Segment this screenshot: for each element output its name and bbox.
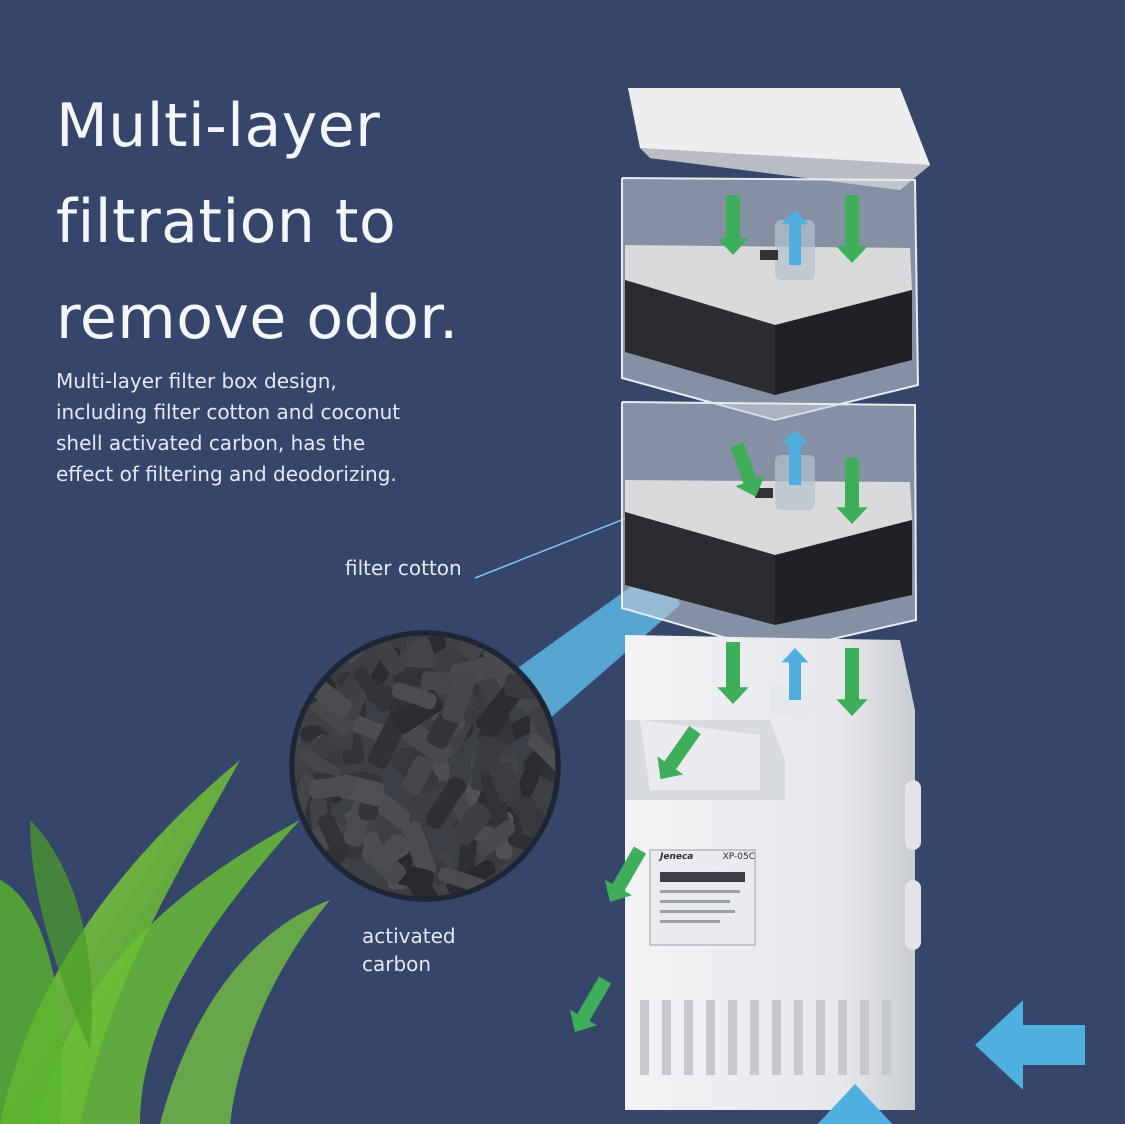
vent-slot <box>662 1000 671 1075</box>
description: Multi-layer filter box design, including… <box>56 366 476 490</box>
up-flow-arrow <box>975 1000 1085 1090</box>
down-flow-arrow <box>836 195 868 263</box>
carbon-pellet <box>312 681 353 718</box>
carbon-pellet <box>347 714 387 742</box>
product-title: LOW WATER FILTER <box>660 865 728 873</box>
carbon-pellet <box>312 634 365 663</box>
carbon-pellet <box>374 640 406 676</box>
carbon-pellet <box>517 751 547 798</box>
carbon-pellet <box>298 634 346 660</box>
carbon-pellet <box>476 820 516 857</box>
vent-slot <box>882 1000 891 1075</box>
vent-slot <box>684 1000 693 1075</box>
down-flow-arrow <box>604 846 647 902</box>
vent-slot <box>794 1000 803 1075</box>
water-flow-arrows <box>569 195 1085 1124</box>
carbon-pellet <box>514 862 554 898</box>
carbon-pellet <box>489 761 522 803</box>
down-flow-arrow <box>730 442 765 497</box>
down-flow-arrow <box>836 648 868 716</box>
filter-cotton-label: filter cotton <box>345 554 462 582</box>
down-flow-arrow <box>569 976 612 1032</box>
carbon-pellet <box>295 641 338 667</box>
up-flow-arrow <box>781 430 809 485</box>
headline-line-1: Multi-layer <box>56 91 381 161</box>
activated-carbon-text-1: activated <box>362 924 456 948</box>
activated-carbon-closeup <box>289 630 561 902</box>
headline-line-3: remove odor. <box>56 283 459 353</box>
up-flow-arrow <box>781 210 809 265</box>
plant-leaves <box>0 760 330 1124</box>
product-model: XP-05C <box>722 852 755 862</box>
carbon-pellet <box>528 852 557 885</box>
activated-carbon-label: activated carbon <box>362 922 456 978</box>
vent-slot <box>750 1000 759 1075</box>
carbon-pellet <box>372 833 408 871</box>
vent-slot <box>816 1000 825 1075</box>
carbon-pellet <box>317 813 345 850</box>
filter-cotton-text: filter cotton <box>345 556 462 580</box>
vent-slot <box>728 1000 737 1075</box>
carbon-pellet <box>401 721 454 766</box>
activated-carbon-text-2: carbon <box>362 952 432 976</box>
carbon-pellet <box>353 667 391 712</box>
down-flow-arrow <box>836 458 868 524</box>
carbon-pellet <box>318 634 341 667</box>
upper-filter-tray <box>621 177 920 422</box>
up-flow-arrow <box>781 648 809 700</box>
down-flow-arrow <box>717 642 749 704</box>
description-line-2: including filter cotton and coconut <box>56 400 401 424</box>
carbon-pellet <box>528 734 557 779</box>
carbon-pellet <box>528 704 557 759</box>
description-line-4: effect of filtering and deodorizing. <box>56 462 397 486</box>
vent-slot <box>838 1000 847 1075</box>
description-line-1: Multi-layer filter box design, <box>56 369 337 393</box>
vent-slot <box>640 1000 649 1075</box>
down-flow-arrow <box>657 725 701 780</box>
carbon-pellet <box>308 775 358 799</box>
up-flow-arrow <box>817 1084 893 1124</box>
vent-slot <box>706 1000 715 1075</box>
carbon-pellet <box>297 747 341 782</box>
headline: Multi-layer filtration to remove odor. <box>56 78 576 366</box>
carbon-pellet <box>424 776 467 830</box>
down-flow-arrow <box>717 195 749 255</box>
filter-lid <box>628 88 930 190</box>
headline-line-2: filtration to <box>56 187 397 257</box>
carbon-pellet <box>451 802 493 846</box>
lower-filter-tray <box>621 401 918 654</box>
carbon-pellet <box>391 682 437 710</box>
product-label: Jeneca XP-05C LOW WATER FILTER <box>660 852 755 874</box>
product-brand: Jeneca <box>660 852 694 862</box>
carbon-pellet <box>293 869 309 898</box>
vent-slot <box>860 1000 869 1075</box>
carbon-pellet <box>401 755 434 795</box>
carbon-pellet <box>441 671 476 724</box>
vent-slot <box>772 1000 781 1075</box>
carbon-pellet <box>401 820 437 878</box>
carbon-pellet <box>307 690 355 736</box>
description-line-3: shell activated carbon, has the <box>56 431 366 455</box>
carbon-pellet <box>297 634 335 669</box>
carbon-pellet <box>480 772 510 830</box>
